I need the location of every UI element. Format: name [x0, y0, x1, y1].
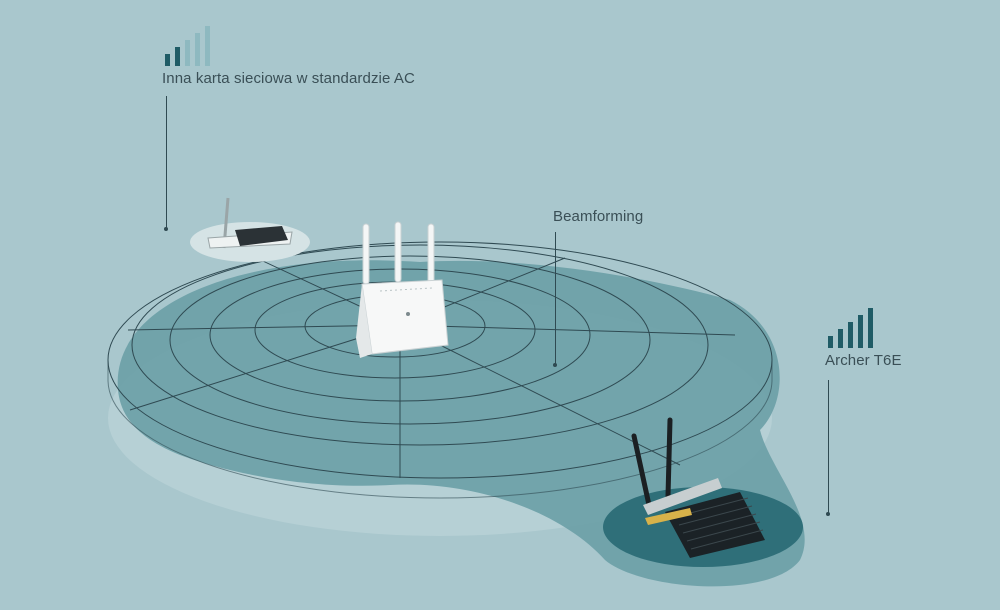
other-card-connector — [166, 96, 167, 229]
beamforming-connector-dot — [553, 363, 557, 367]
beamforming-label: Beamforming — [553, 208, 644, 225]
other-card-connector-dot — [164, 227, 168, 231]
archer-signal-icon — [828, 308, 873, 348]
signal-bar — [838, 329, 843, 348]
signal-bar — [185, 40, 190, 66]
archer-connector-dot — [826, 512, 830, 516]
signal-bar — [175, 47, 180, 66]
signal-bar — [195, 33, 200, 66]
disc-rim — [107, 360, 773, 499]
archer-label: Archer T6E — [825, 352, 902, 369]
signal-bar — [828, 336, 833, 348]
signal-bar — [848, 322, 853, 348]
archer-connector — [828, 380, 829, 514]
archer-t6e-card-icon — [631, 417, 765, 558]
other-ac-card-icon — [207, 197, 293, 249]
other-card-label: Inna karta sieciowa w standardzie AC — [162, 70, 415, 87]
beamforming-connector — [555, 232, 556, 364]
signal-bar — [205, 26, 210, 66]
router-icon — [356, 221, 449, 358]
other-card-signal-icon — [165, 26, 210, 66]
signal-bar — [165, 54, 170, 66]
signal-bar — [868, 308, 873, 348]
signal-bar — [858, 315, 863, 348]
